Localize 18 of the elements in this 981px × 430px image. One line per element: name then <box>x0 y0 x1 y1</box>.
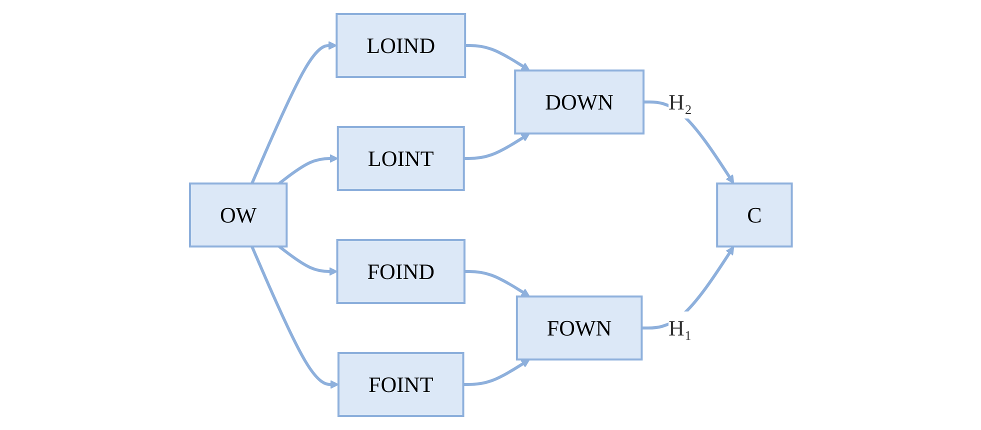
arrow <box>278 154 338 185</box>
arrow <box>464 44 530 71</box>
arrow <box>463 133 530 160</box>
node-box: OW <box>188 182 288 248</box>
node-box: FOWN <box>516 296 642 360</box>
edge-label: H₂ <box>668 90 692 114</box>
node-box: DOWN <box>514 70 644 134</box>
arrow <box>250 41 337 184</box>
node-box: FOINT <box>337 352 464 417</box>
node-box: C <box>716 182 792 248</box>
node-box: LOIND <box>335 13 466 78</box>
arrow <box>464 270 530 297</box>
arrow <box>250 246 338 389</box>
node-box: LOINT <box>336 126 464 191</box>
arrow <box>278 245 338 276</box>
node-box: FOIND <box>336 239 466 304</box>
edge-label: H₁ <box>668 316 692 340</box>
arrow <box>462 359 530 386</box>
